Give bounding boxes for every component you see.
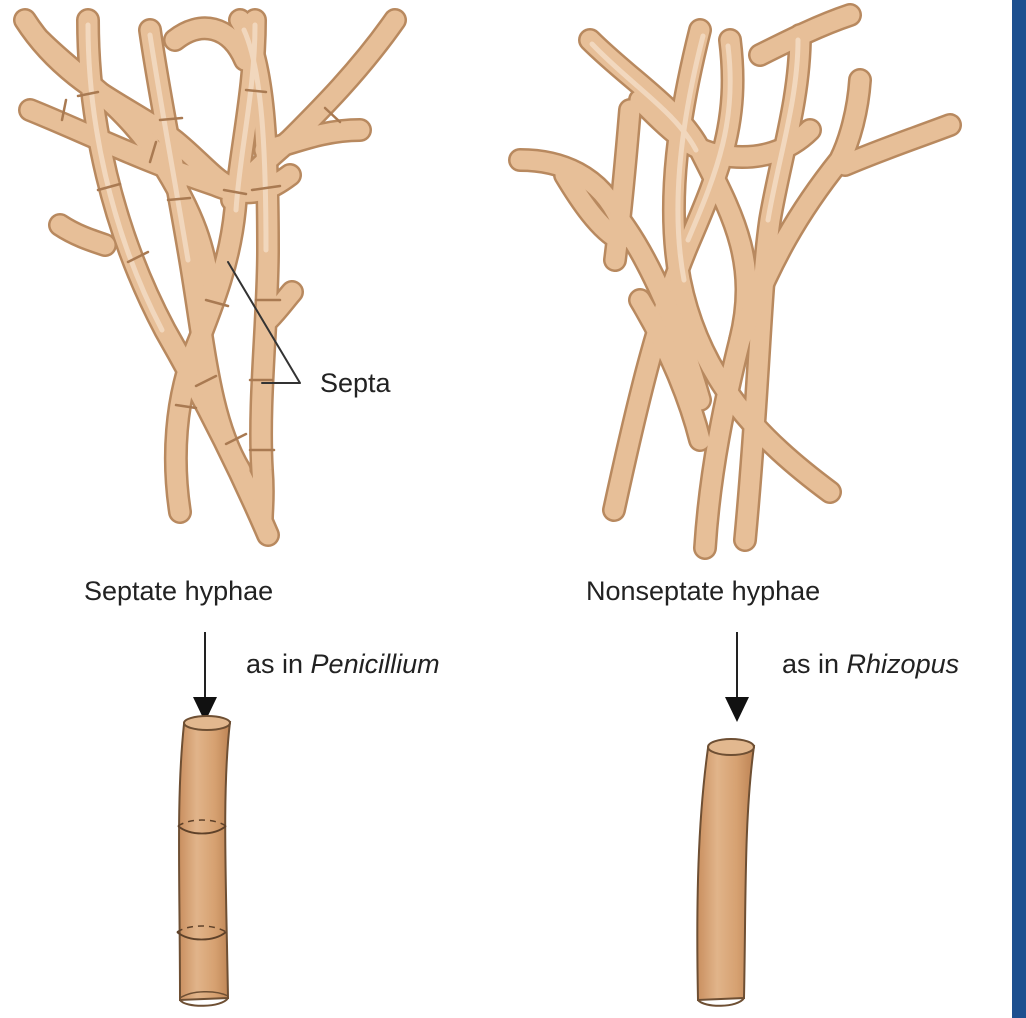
septate-hypha-cylinder	[177, 716, 230, 1006]
rhizopus-prefix: as in	[782, 649, 847, 679]
septate-hyphae-title: Septate hyphae	[84, 578, 273, 605]
rhizopus-example: as in Rhizopus	[782, 651, 959, 678]
penicillium-genus: Penicillium	[311, 649, 440, 679]
septate-hyphae-cluster	[25, 20, 395, 535]
side-bar	[1012, 0, 1026, 1018]
penicillium-prefix: as in	[246, 649, 311, 679]
nonseptate-hyphae-cluster	[520, 15, 950, 548]
septa-label: Septa	[320, 370, 391, 397]
nonseptate-hypha-cylinder	[697, 739, 754, 1006]
rhizopus-genus: Rhizopus	[847, 649, 960, 679]
penicillium-example: as in Penicillium	[246, 651, 440, 678]
arrow-septate	[193, 632, 217, 722]
nonseptate-hyphae-title: Nonseptate hyphae	[586, 578, 820, 605]
arrow-nonseptate	[725, 632, 749, 722]
